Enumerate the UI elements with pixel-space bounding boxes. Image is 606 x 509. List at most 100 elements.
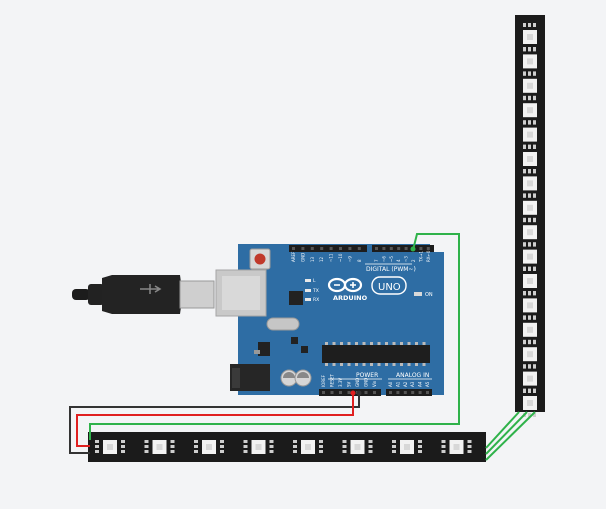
- chip-pin: [392, 363, 396, 366]
- led-pixel[interactable]: [342, 440, 373, 454]
- digital-pin-hole[interactable]: [310, 247, 314, 250]
- digital-pin-hole[interactable]: [339, 247, 342, 250]
- power-pin-hole[interactable]: [347, 391, 351, 394]
- chip-pin: [422, 363, 426, 366]
- analog-pin-hole[interactable]: [396, 391, 400, 394]
- power-pin-hole[interactable]: [373, 391, 376, 394]
- ground-wire[interactable]: [69, 393, 360, 454]
- barrel-jack-opening: [232, 368, 240, 388]
- led-pixel-die: [354, 444, 361, 450]
- led-pixel-pad: [170, 440, 175, 443]
- power-led-label: ON: [425, 292, 433, 298]
- led-pixel[interactable]: [144, 440, 175, 454]
- led-pixel[interactable]: [95, 440, 125, 454]
- digital-pin-hole[interactable]: [292, 247, 295, 250]
- led-pixel-pad: [220, 440, 224, 443]
- led-pixel-pad: [533, 364, 536, 369]
- led-pixel-die: [527, 107, 533, 114]
- analog-pin-hole[interactable]: [418, 391, 422, 394]
- digital-pin-hole[interactable]: [301, 247, 305, 250]
- led-pixel-pad: [528, 340, 531, 345]
- analog-pin-hole[interactable]: [411, 391, 415, 394]
- usb-jack-inner: [222, 276, 260, 310]
- digital-pin-hole[interactable]: [419, 247, 423, 250]
- led-pixel-die: [527, 34, 533, 40]
- led-pixel-pad: [528, 364, 531, 369]
- led-pixel[interactable]: [523, 340, 537, 369]
- digital-pin-hole[interactable]: [375, 247, 378, 250]
- led-pixel-pad: [533, 47, 536, 52]
- led-pixel-pad: [528, 71, 531, 76]
- microcontroller-pins: [325, 342, 426, 366]
- analog-pin-hole[interactable]: [389, 391, 392, 394]
- digital-pin-hole[interactable]: [320, 247, 324, 250]
- capacitor-1-top: [283, 372, 295, 378]
- power-pin-hole[interactable]: [339, 391, 342, 394]
- chip-pin: [347, 342, 351, 345]
- digital-pin-hole[interactable]: [426, 247, 430, 250]
- led-pixel-pad: [368, 450, 373, 453]
- chip-pin: [355, 363, 358, 366]
- led-pixel-pad: [392, 445, 396, 448]
- led-strip-right[interactable]: [515, 15, 545, 417]
- led-pixel-pad: [220, 450, 224, 453]
- led-pixel-pad: [528, 145, 531, 149]
- strip-link-wire-1[interactable]: [485, 411, 520, 449]
- arduino-logo-right-loop: [343, 277, 363, 293]
- power-pin-hole[interactable]: [364, 391, 368, 394]
- data-wire[interactable]: [89, 233, 460, 440]
- reset-button-cap[interactable]: [254, 253, 266, 265]
- led-pixel-pad: [528, 315, 531, 320]
- led-pixel-pad: [243, 450, 248, 453]
- power-pin-hole[interactable]: [330, 391, 334, 394]
- led-pixel-pad: [523, 23, 526, 27]
- led-pixel[interactable]: [194, 440, 224, 454]
- led-pixel-pad: [319, 440, 323, 443]
- digital-pin-hole[interactable]: [382, 247, 386, 250]
- power-wire[interactable]: [76, 393, 354, 447]
- digital-pin-hole[interactable]: [397, 247, 401, 250]
- chip-pin: [340, 363, 343, 366]
- led-pixel-die: [527, 326, 533, 333]
- led-pixel[interactable]: [243, 440, 274, 454]
- led-strip-bottom[interactable]: [88, 432, 486, 462]
- usb-cable[interactable]: [72, 275, 215, 314]
- led-pixel[interactable]: [441, 440, 472, 454]
- strip-link-wire-2[interactable]: [485, 411, 528, 455]
- board-notch: [430, 244, 444, 252]
- power-pin-label: 5V: [347, 381, 352, 387]
- chip-pin: [407, 363, 411, 366]
- digital-pin-hole[interactable]: [357, 247, 361, 250]
- led-pixel-pad: [528, 23, 531, 27]
- led-pixel-pad: [523, 315, 526, 320]
- led-pixel-pad: [523, 47, 526, 52]
- analog-pin-hole[interactable]: [403, 391, 407, 394]
- led-pixel-pad: [194, 445, 198, 448]
- analog-pin-hole[interactable]: [426, 391, 429, 394]
- led-strip-bottom-leds: [95, 440, 472, 454]
- led-rx: [305, 298, 311, 301]
- led-pixel[interactable]: [392, 440, 422, 454]
- usb-cable-end: [72, 289, 90, 300]
- led-pixel-die: [527, 180, 533, 187]
- led-pixel-pad: [144, 445, 149, 448]
- digital-pin-hole[interactable]: [329, 247, 333, 250]
- digital-pin-hole[interactable]: [389, 247, 393, 250]
- digital-pin-hole[interactable]: [404, 247, 408, 250]
- digital-pin-hole[interactable]: [348, 247, 352, 250]
- strip-link-wire-3[interactable]: [485, 411, 536, 461]
- digital-pin-label: 2: [411, 259, 416, 262]
- led-pixel-pad: [533, 315, 536, 320]
- led-pixel-pad: [533, 193, 536, 198]
- led-pixel-pad: [523, 364, 526, 369]
- power-pin-hole[interactable]: [322, 391, 325, 394]
- chip-pin: [332, 363, 336, 366]
- led-rx-label: RX: [313, 297, 319, 303]
- chip-pin: [347, 363, 351, 366]
- led-pixel-pad: [95, 445, 99, 448]
- led-pixel[interactable]: [293, 440, 323, 454]
- led-pixel-pad: [319, 445, 323, 448]
